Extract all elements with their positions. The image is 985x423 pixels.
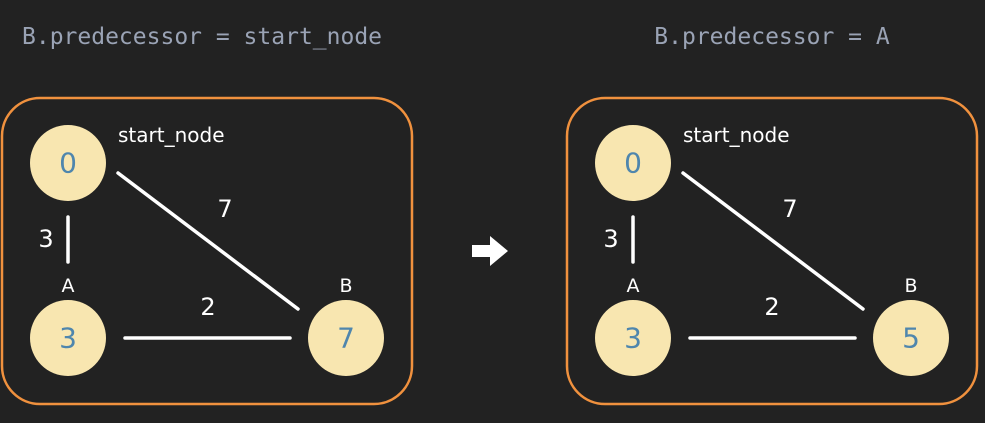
right-node-b-label: B xyxy=(904,275,917,297)
left-caption: B.predecessor = start_node xyxy=(22,24,382,50)
right-panel-border xyxy=(565,96,979,406)
right-edge-start-b xyxy=(681,171,865,311)
left-edge-weight-a-b: 2 xyxy=(200,293,215,321)
left-start-node-label: start_node xyxy=(118,123,225,147)
right-node-a xyxy=(595,300,671,376)
left-node-start-value: 0 xyxy=(59,147,77,180)
right-node-a-value: 3 xyxy=(624,322,642,355)
right-edge-weight-start-a: 3 xyxy=(603,225,618,253)
left-node-start xyxy=(30,125,106,201)
right-node-start xyxy=(595,125,671,201)
right-node-b xyxy=(873,300,949,376)
left-edge-weight-start-b: 7 xyxy=(217,195,232,223)
left-node-b xyxy=(308,300,384,376)
left-node-a xyxy=(30,300,106,376)
left-node-b-label: B xyxy=(339,275,352,297)
right-node-a-label: A xyxy=(627,275,640,297)
right-edge-weight-start-b: 7 xyxy=(782,195,797,223)
right-caption: B.predecessor = A xyxy=(654,24,890,50)
left-node-a-label: A xyxy=(62,275,75,297)
left-edge-weight-start-a: 3 xyxy=(38,225,53,253)
right-panel: 3 7 2 start_node A B 0 3 5 xyxy=(565,96,979,406)
right-start-node-label: start_node xyxy=(683,123,790,147)
right-edge-weight-a-b: 2 xyxy=(764,293,779,321)
right-arrow-icon xyxy=(472,236,508,266)
right-node-b-value: 5 xyxy=(902,322,920,355)
left-node-a-value: 3 xyxy=(59,322,77,355)
left-panel-border xyxy=(0,96,414,406)
right-node-start-value: 0 xyxy=(624,147,642,180)
left-node-b-value: 7 xyxy=(337,322,355,355)
left-edge-start-b xyxy=(116,171,300,311)
left-panel: 3 7 2 start_node A B 0 3 7 xyxy=(0,96,414,406)
